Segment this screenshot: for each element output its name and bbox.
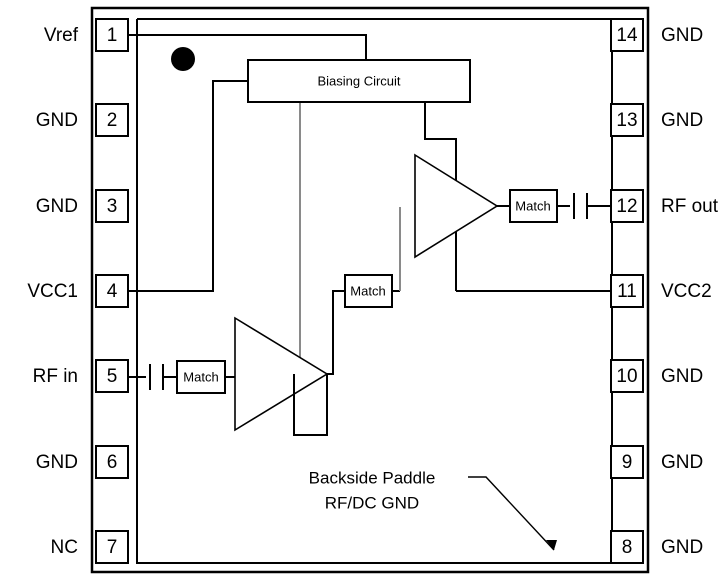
pin-4-label: VCC1	[27, 281, 78, 302]
pin-3-box[interactable]	[95, 189, 129, 223]
pin-4-number: 4	[107, 281, 118, 302]
pin-7-number: 7	[107, 537, 118, 558]
pin-7-box[interactable]	[95, 530, 129, 564]
package-outline	[90, 6, 650, 574]
match-mid-box[interactable]	[344, 274, 393, 308]
match-in-box[interactable]	[176, 360, 226, 394]
pin-14-label: GND	[661, 25, 703, 46]
match-out-box[interactable]	[509, 189, 558, 223]
pin-13-label: GND	[661, 110, 703, 131]
pin-2-label: GND	[36, 110, 78, 131]
wire-vref-to-bias	[128, 34, 367, 60]
backside-paddle-leader-line	[468, 476, 555, 551]
pin-1-box[interactable]	[95, 18, 129, 52]
pin-2[interactable]: 2 GND	[36, 103, 129, 137]
backside-paddle-label-line1: Backside Paddle	[309, 468, 436, 487]
pin-13-box[interactable]	[610, 103, 644, 137]
capacitor-output	[573, 193, 588, 219]
pin-5-number: 5	[107, 366, 118, 387]
pin-11-label: VCC2	[661, 281, 712, 302]
pin-one-marker-dot	[171, 47, 195, 71]
pin-12-number: 12	[616, 196, 637, 217]
pin-13[interactable]: 13 GND	[610, 103, 703, 137]
match-in-label: Match	[183, 369, 218, 384]
pin-3-number: 3	[107, 196, 118, 217]
pin-12[interactable]: 12 RF out	[610, 189, 719, 223]
amplifier-stage-1	[234, 316, 329, 432]
pin-11-number: 11	[617, 281, 637, 302]
pin-3[interactable]: 3 GND	[36, 189, 129, 223]
pin-6[interactable]: 6 GND	[36, 445, 129, 479]
backside-paddle-label-line2: RF/DC GND	[325, 493, 419, 512]
pin-1-label: Vref	[44, 25, 79, 46]
pin-8[interactable]: 8 GND	[610, 530, 703, 564]
pin-5-label: RF in	[33, 366, 78, 387]
pin-10-label: GND	[661, 366, 703, 387]
pin-14[interactable]: 14 GND	[610, 18, 703, 52]
pin-7-label: NC	[51, 537, 78, 558]
pin-1[interactable]: 1 Vref	[44, 18, 129, 52]
pin-1-number: 1	[107, 25, 118, 46]
pin-2-number: 2	[107, 110, 118, 131]
pin-9-box[interactable]	[610, 445, 644, 479]
pin-14-box[interactable]	[610, 18, 644, 52]
biasing-circuit-box[interactable]	[247, 59, 471, 103]
pin-4[interactable]: 4 VCC1	[27, 274, 129, 308]
match-mid-label: Match	[350, 283, 385, 298]
pin-8-number: 8	[622, 537, 633, 558]
capacitor-input	[149, 364, 164, 390]
pin-2-box[interactable]	[95, 103, 129, 137]
match-out-label: Match	[515, 198, 550, 213]
pin-12-label: RF out	[661, 196, 719, 217]
pin-8-label: GND	[661, 537, 703, 558]
wire-amp1-ground-return	[293, 374, 328, 436]
pin-9-label: GND	[661, 452, 703, 473]
pin-6-box[interactable]	[95, 445, 129, 479]
pin-6-label: GND	[36, 452, 78, 473]
pin-11[interactable]: 11 VCC2	[610, 274, 712, 308]
pin-11-box[interactable]	[610, 274, 644, 308]
biasing-circuit-label: Biasing Circuit	[317, 73, 400, 88]
wire-amp1-out-to-match-mid	[327, 290, 345, 375]
pin-14-number: 14	[616, 25, 638, 46]
pin-9-number: 9	[622, 452, 633, 473]
amplifier-stage-2	[414, 153, 499, 259]
pin-13-number: 13	[616, 110, 637, 131]
backside-paddle-arrowhead	[546, 540, 557, 550]
pin-5[interactable]: 5 RF in	[33, 359, 129, 393]
wire-vcc1-to-bias	[128, 80, 248, 292]
pin-10-number: 10	[616, 366, 637, 387]
pin-9[interactable]: 9 GND	[610, 445, 703, 479]
pin-7[interactable]: 7 NC	[51, 530, 129, 564]
pin-3-label: GND	[36, 196, 78, 217]
pin-10-box[interactable]	[610, 359, 644, 393]
pin-10[interactable]: 10 GND	[610, 359, 703, 393]
pin-6-number: 6	[107, 452, 118, 473]
pin-8-box[interactable]	[610, 530, 644, 564]
